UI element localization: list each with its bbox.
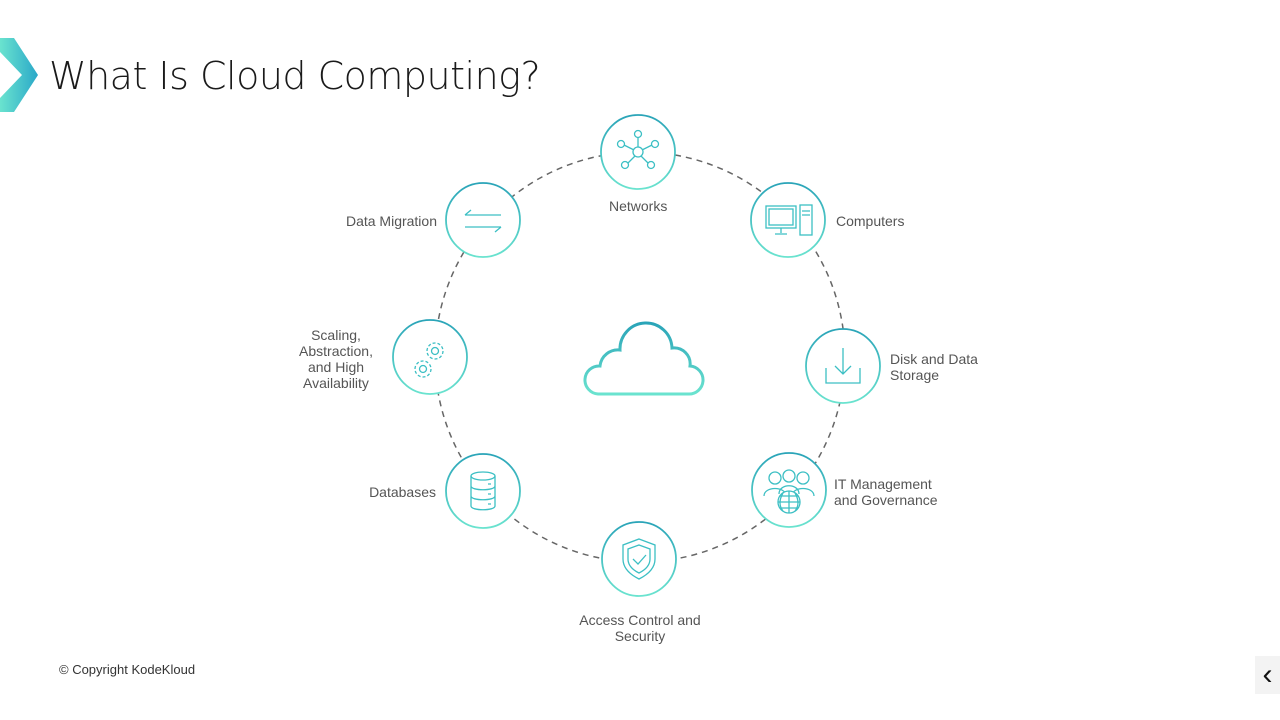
gears-icon: [414, 342, 444, 378]
database-icon: [470, 471, 496, 511]
node-label: Databases: [369, 484, 436, 500]
node-access-control-and: [601, 521, 677, 597]
node-label: Access Control and Security: [579, 612, 701, 644]
node-networks: [600, 114, 676, 190]
node-data-migration: [445, 182, 521, 258]
cloud-icon: [583, 321, 705, 396]
people-globe-icon: [763, 469, 815, 514]
shield-icon: [622, 538, 656, 580]
node-databases: [445, 453, 521, 529]
page-title: What Is Cloud Computing?: [49, 54, 541, 98]
node-label: Computers: [836, 213, 905, 229]
node-it-management: [751, 452, 827, 528]
node-computers: [750, 182, 826, 258]
node-label: Data Migration: [345, 213, 437, 229]
node-label: IT Management and Governance: [834, 476, 938, 508]
chevron-logo-icon: [0, 38, 38, 112]
download-icon: [825, 348, 861, 384]
node-label: Networks: [609, 198, 668, 214]
network-icon: [616, 129, 660, 170]
node-label: Disk and Data Storage: [890, 351, 978, 383]
node-label: Scaling, Abstraction, and High Availabil…: [299, 327, 373, 391]
node-scaling-: [392, 319, 468, 395]
node-disk-and-data: [805, 328, 881, 404]
arrows-icon: [464, 209, 502, 233]
computer-icon: [765, 204, 813, 236]
copyright: © Copyright KodeKloud: [59, 662, 196, 677]
back-button[interactable]: ‹: [1255, 656, 1280, 694]
